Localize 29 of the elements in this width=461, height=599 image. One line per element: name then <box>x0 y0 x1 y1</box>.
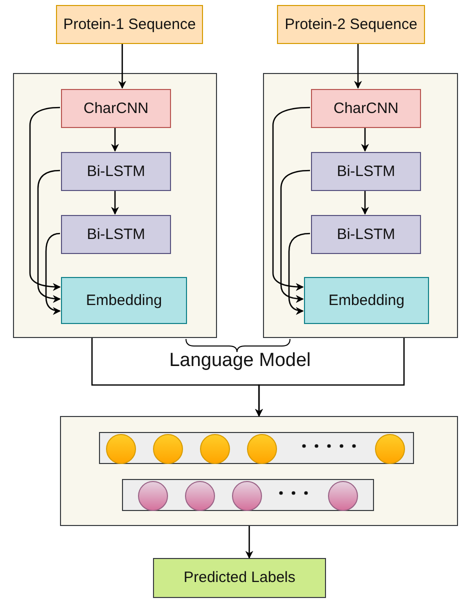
arrow <box>288 232 310 315</box>
layer-box: CharCNN <box>61 89 171 128</box>
arrow <box>272 106 310 291</box>
arrow <box>245 526 254 559</box>
arrow <box>255 338 405 417</box>
arrow <box>45 232 61 315</box>
arrow <box>37 170 61 303</box>
arrow <box>111 127 119 152</box>
input-box: Protein-2 Sequence <box>277 5 425 44</box>
panel-box <box>263 73 458 338</box>
arrow <box>29 106 61 291</box>
output-box: Predicted Labels <box>153 558 326 598</box>
layer-box: CharCNN <box>311 89 421 128</box>
layer-box: Bi-LSTM <box>311 152 421 191</box>
layer-box: Bi-LSTM <box>311 215 421 254</box>
arrow <box>118 44 126 89</box>
layer-box: Bi-LSTM <box>61 152 171 191</box>
arrow <box>354 44 362 89</box>
layer-box: Embedding <box>304 277 429 324</box>
layer-box: Bi-LSTM <box>61 215 171 254</box>
caption-label: Language Model <box>168 350 312 372</box>
layer-box: Embedding <box>61 277 187 324</box>
arrow <box>361 127 369 152</box>
arrow <box>280 170 310 303</box>
panel-box <box>13 73 217 338</box>
arrow <box>111 190 119 215</box>
classifier-panel <box>60 416 458 526</box>
input-box: Protein-1 Sequence <box>56 5 203 44</box>
arrow <box>361 190 369 215</box>
